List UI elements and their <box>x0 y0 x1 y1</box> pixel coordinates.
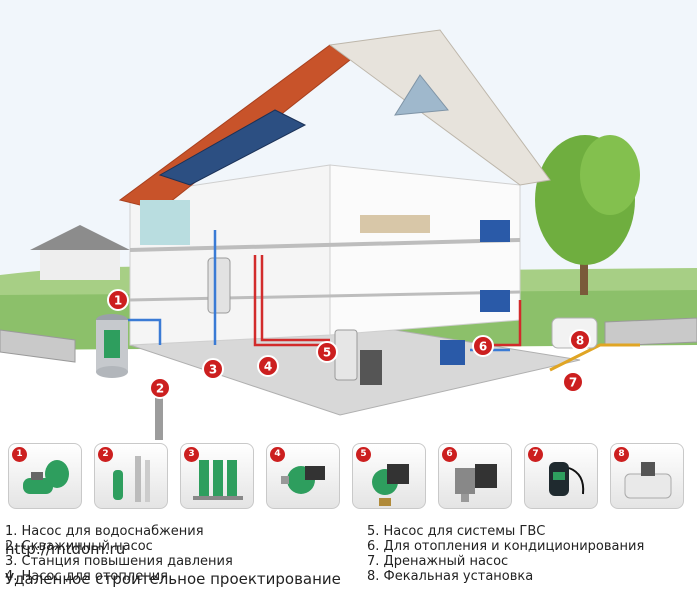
thumb-marker-3: 3 <box>184 447 199 462</box>
sewage-unit-icon <box>624 462 672 499</box>
ac-unit-upper <box>480 220 510 242</box>
heating-conditioning-pump-icon <box>455 464 497 502</box>
well-shaft <box>155 380 163 440</box>
product-thumb-4: 4 <box>266 443 340 509</box>
thumb-marker-1: 1 <box>12 447 27 462</box>
thumb-marker-5: 5 <box>356 447 371 462</box>
legend-item-1: 1. Насос для водоснабжения <box>5 524 204 539</box>
solar-panel <box>158 109 307 186</box>
thumb-marker-8: 8 <box>614 447 629 462</box>
svg-text:4: 4 <box>264 360 272 374</box>
borehole-pump-icon <box>113 456 150 502</box>
product-thumb-7: 7 <box>524 443 598 509</box>
house-illustration: 1 2 3 4 5 6 7 8 <box>0 0 697 440</box>
marker-4: 4 <box>257 355 279 377</box>
svg-text:7: 7 <box>569 376 577 390</box>
product-thumb-1: 1 <box>8 443 82 509</box>
heat-unit <box>360 350 382 385</box>
hot-water-pump-icon <box>372 464 409 506</box>
marker-3: 3 <box>202 358 224 380</box>
boiler <box>207 257 231 314</box>
legend-item-4: 4. Насос для отопления <box>5 569 168 584</box>
marker-1: 1 <box>107 289 129 311</box>
left-pipe <box>0 329 76 363</box>
legend-item-3: 3. Станция повышения давления <box>5 554 233 569</box>
thumb-marker-4: 4 <box>270 447 285 462</box>
drainage-pump-icon <box>549 462 585 496</box>
well-tank <box>96 314 128 378</box>
drain-pipe <box>549 343 640 372</box>
ac-unit-lower <box>480 290 510 312</box>
thumb-marker-2: 2 <box>98 447 113 462</box>
watermark-url: http://mtdom.ru <box>5 540 126 558</box>
marker-5: 5 <box>316 341 338 363</box>
product-thumb-2: 2 <box>94 443 168 509</box>
ac-unit-basement <box>440 340 465 365</box>
thumb-marker-7: 7 <box>528 447 543 462</box>
product-thumb-5: 5 <box>352 443 426 509</box>
legend-right: 5. Насос для системы ГВС 6. Для отоплени… <box>367 524 644 584</box>
legend-item-6: 6. Для отопления и кондиционирования <box>367 539 645 554</box>
svg-text:1: 1 <box>114 294 122 308</box>
svg-text:5: 5 <box>323 346 331 360</box>
floor-slab-lower <box>129 290 521 302</box>
legend-item-7: 7. Дренажный насос <box>367 554 509 569</box>
svg-text:3: 3 <box>209 363 217 377</box>
heating-boiler <box>334 329 358 381</box>
gable-window <box>394 74 449 116</box>
marker-2: 2 <box>149 377 171 399</box>
product-thumb-3: 3 <box>180 443 254 509</box>
watermark-text: Удаленное строительное проектирование <box>5 570 341 588</box>
pressure-booster-station-icon <box>193 460 243 500</box>
product-thumb-6: 6 <box>438 443 512 509</box>
thumb-marker-6: 6 <box>442 447 457 462</box>
legend-item-2: 2. Скважинный насос <box>5 539 153 554</box>
neighbor-house <box>30 225 130 280</box>
legend-item-8: 8. Фекальная установка <box>367 569 534 584</box>
water-supply-pump-icon <box>23 460 69 494</box>
svg-text:8: 8 <box>576 334 584 348</box>
product-thumb-8: 8 <box>610 443 684 509</box>
marker-7: 7 <box>562 371 584 393</box>
legend-item-5: 5. Насос для системы ГВС <box>367 524 546 539</box>
marker-6: 6 <box>472 335 494 357</box>
svg-text:2: 2 <box>156 382 164 396</box>
bathroom-tiles <box>140 200 190 245</box>
legend-left: 1. Насос для водоснабжения 2. Скважинный… <box>5 524 233 584</box>
marker-8: 8 <box>569 329 591 351</box>
floor-slab-upper <box>129 238 521 252</box>
tree <box>535 135 640 295</box>
svg-text:6: 6 <box>479 340 487 354</box>
right-pipe <box>604 317 697 347</box>
heating-pump-icon <box>281 466 325 494</box>
sofa <box>360 215 430 233</box>
